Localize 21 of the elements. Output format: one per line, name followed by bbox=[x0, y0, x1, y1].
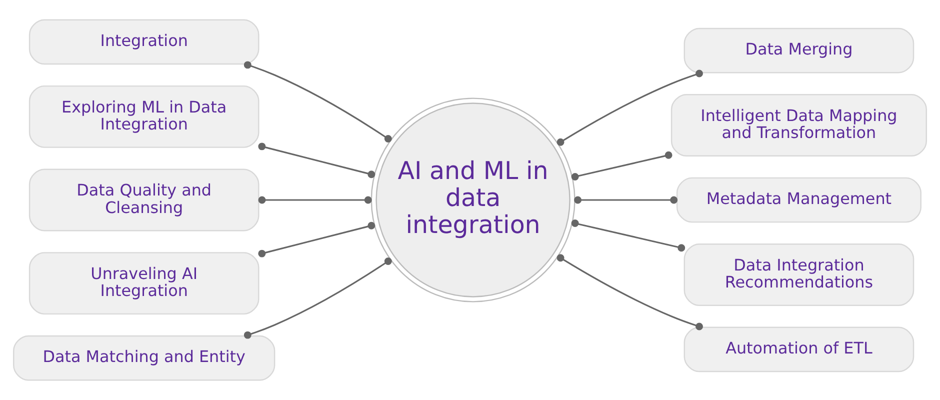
connector bbox=[571, 220, 686, 252]
node-box: Intelligent Data Mapping and Transformation bbox=[670, 94, 927, 156]
node-box: Exploring ML in Data Integration bbox=[28, 85, 260, 148]
connector bbox=[258, 196, 372, 204]
node-box: Automation of ETL bbox=[684, 326, 914, 372]
connector bbox=[556, 70, 703, 146]
connector bbox=[244, 258, 392, 339]
node-circle: AI and ML in data integration bbox=[370, 98, 576, 302]
node-box: Unraveling AI Integration bbox=[28, 252, 260, 315]
node-box: Data Integration Recommendations bbox=[684, 244, 914, 306]
connector bbox=[571, 151, 672, 180]
node-box: Data Matching and Entity bbox=[13, 335, 276, 381]
connector bbox=[574, 196, 678, 204]
node-box: Data Merging bbox=[684, 28, 914, 74]
node-box: Metadata Management bbox=[676, 177, 922, 223]
node-box: Data Quality and Cleansing bbox=[28, 168, 260, 232]
connector bbox=[258, 222, 376, 258]
connector bbox=[556, 254, 703, 330]
node-box: Integration bbox=[28, 19, 260, 65]
connector bbox=[258, 142, 376, 178]
connector bbox=[244, 61, 392, 142]
